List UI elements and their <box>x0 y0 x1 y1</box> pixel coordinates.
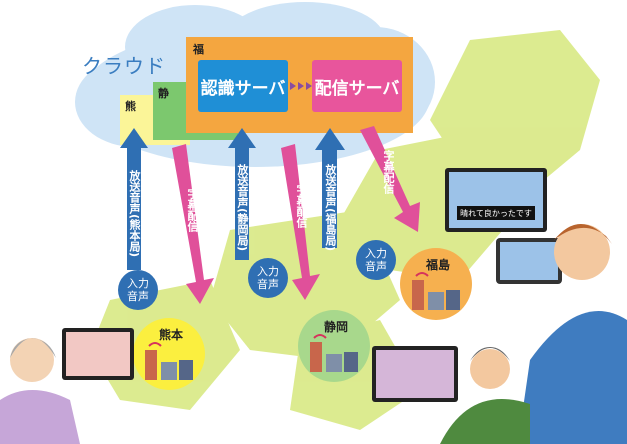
arrow-label-shizuoka-up: 放送音声(静岡局) <box>236 164 249 252</box>
arrow-kumamoto-down <box>172 144 214 304</box>
station-circle-shizuoka: 静岡 <box>298 310 370 382</box>
delivery-server-label: 配信サーバ <box>314 78 400 99</box>
station-circle-kumamoto: 熊本 <box>133 318 205 390</box>
server-link-arrow <box>290 82 312 90</box>
broadcast-station-icon <box>412 272 460 310</box>
input-audio-label: 入力 音声 <box>257 265 279 291</box>
delivery-server: 配信サーバ <box>312 60 402 112</box>
input-audio-bubble-shizuoka: 入力 音声 <box>248 258 288 298</box>
arrow-label-fukushima-up: 放送音声(福島局) <box>324 164 337 252</box>
input-audio-bubble-kumamoto: 入力 音声 <box>118 270 158 310</box>
arrow-shizuoka-down <box>281 144 320 300</box>
cloud-label: クラウド <box>82 54 166 78</box>
person-fukushima <box>517 223 627 444</box>
arrow-kumamoto-up <box>120 128 148 270</box>
arrow-shizuoka-up <box>228 128 256 260</box>
region-label-kumamoto: 熊 <box>125 100 136 113</box>
input-audio-label: 入力 音声 <box>365 247 387 273</box>
broadcast-station-icon <box>310 334 358 372</box>
tablet-fukushima <box>496 238 562 284</box>
region-label-shizuoka: 静 <box>158 87 169 100</box>
station-label-fukushima: 福島 <box>426 258 451 272</box>
arrow-label-kumamoto-up: 放送音声(熊本局) <box>128 170 141 258</box>
arrow-fukushima-up <box>315 128 345 248</box>
input-audio-label: 入力 音声 <box>127 277 149 303</box>
input-audio-bubble-fukushima: 入力 音声 <box>356 240 396 280</box>
arrow-label-kumamoto-down: 字幕配信 <box>186 188 199 232</box>
arrow-label-shizuoka-down: 字幕配信 <box>295 184 308 228</box>
station-circle-fukushima: 福島 <box>400 248 472 320</box>
recognition-server: 認識サーバ <box>198 60 288 112</box>
station-label-shizuoka: 静岡 <box>324 320 349 334</box>
station-label-kumamoto: 熊本 <box>159 328 184 342</box>
person-kumamoto <box>0 338 80 444</box>
tv-kumamoto <box>62 328 134 380</box>
person-shizuoka <box>440 347 530 444</box>
recognition-server-label: 認識サーバ <box>200 78 286 99</box>
region-label-fukushima: 福 <box>193 43 204 56</box>
tv-fukushima: 晴れて良かったです <box>445 168 547 232</box>
arrow-label-fukushima-down: 字幕配信 <box>382 150 395 194</box>
arrow-fukushima-down <box>360 126 420 232</box>
tv-caption: 晴れて良かったです <box>460 208 532 218</box>
tv-shizuoka <box>372 346 458 402</box>
broadcast-station-icon <box>145 342 193 380</box>
